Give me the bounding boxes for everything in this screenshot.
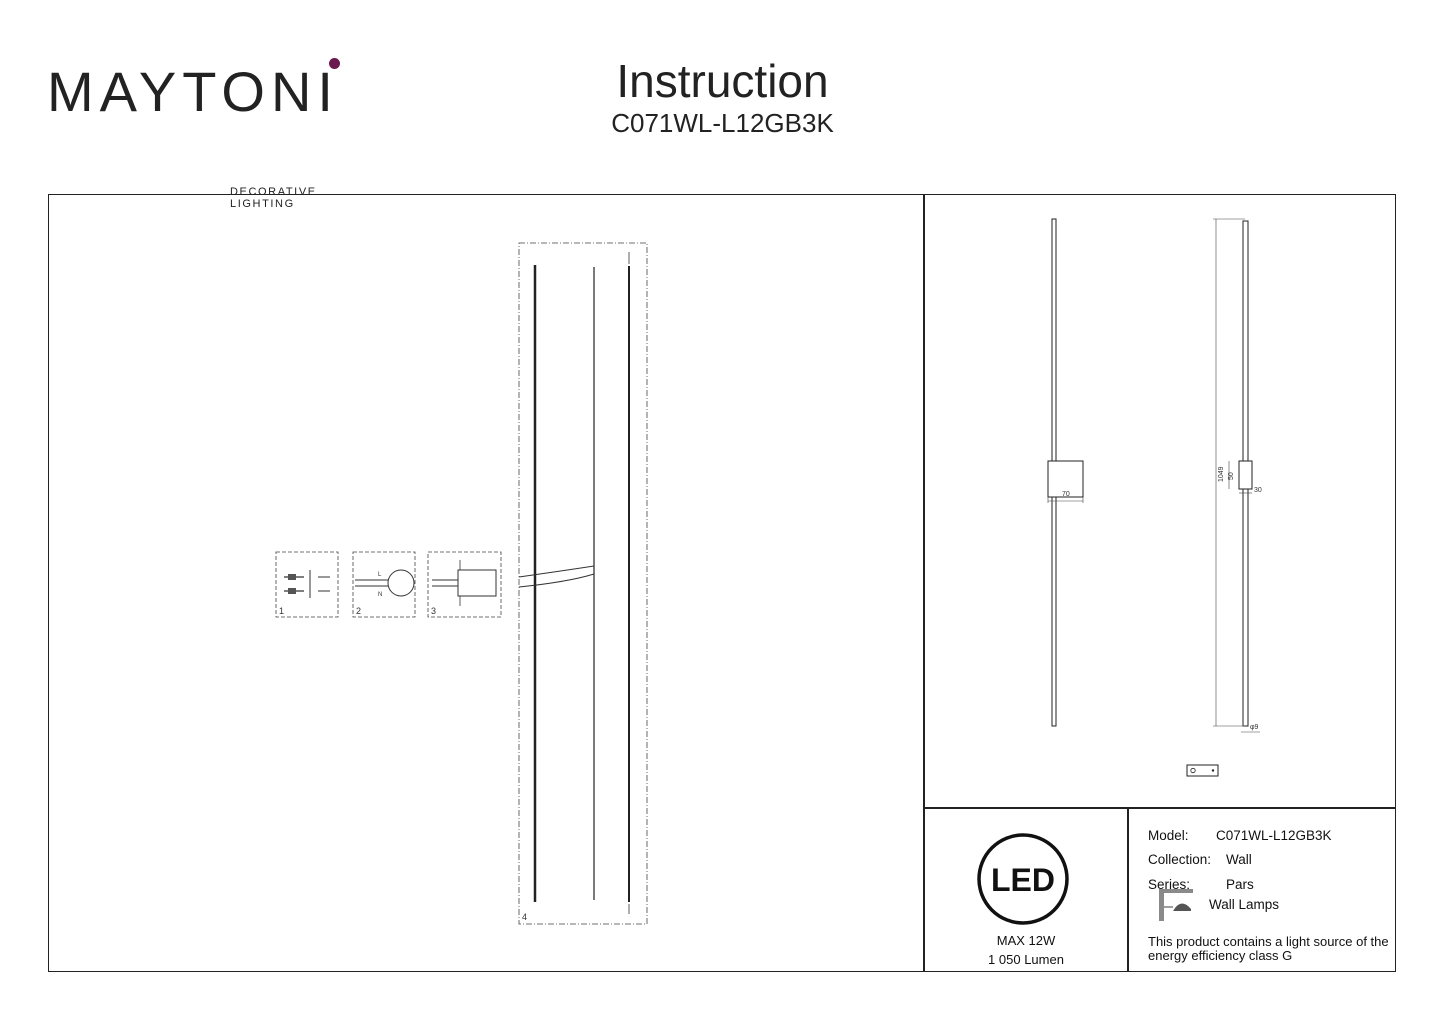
step-3-number: 3 <box>431 606 436 616</box>
wire-l-label: L <box>378 572 382 578</box>
wire-n-label: N <box>378 592 382 598</box>
dimension-width: 70 <box>1062 491 1070 498</box>
wall-lamp-icon <box>1159 889 1193 921</box>
lumen-output: 1 050 Lumen <box>988 952 1064 967</box>
led-badge-label: LED <box>991 862 1055 898</box>
step-2-diagram: L N 2 <box>352 551 416 618</box>
series-label: Series: <box>1148 877 1191 892</box>
step-2-number: 2 <box>356 606 361 616</box>
spec-divider <box>1127 807 1129 972</box>
energy-note-line-2: energy efficiency class G <box>1148 948 1293 963</box>
max-power: MAX 12W <box>996 933 1056 948</box>
step-4-number: 4 <box>522 912 527 922</box>
dimension-total-height: 1049 <box>1218 466 1225 482</box>
step-4-diagram: 4 <box>518 242 648 925</box>
horizontal-divider <box>923 807 1396 809</box>
brand-tagline: DECORATIVE LIGHTING <box>230 186 317 210</box>
dimension-diameter: φ9 <box>1250 724 1259 731</box>
collection-value: Wall <box>1226 852 1252 867</box>
dimension-drawing: 70 1049 50 30 φ9 <box>1047 218 1262 777</box>
installation-drawing: 1 L N 2 3 4 <box>275 242 648 925</box>
mounting-plate-view <box>1186 764 1219 777</box>
led-badge: LED <box>977 833 1069 925</box>
energy-note-line-1: This product contains a light source of … <box>1148 934 1389 949</box>
step-3-diagram: 3 <box>427 551 502 618</box>
brand-logo: MAYTONI DECORATIVE LIGHTING <box>47 60 347 211</box>
model-code-heading: C071WL-L12GB3K <box>611 108 834 138</box>
series-value: Pars <box>1226 877 1254 892</box>
front-view: 70 <box>1047 218 1084 727</box>
collection-label: Collection: <box>1148 852 1212 867</box>
brand-logo-dot <box>329 58 340 69</box>
brand-name: MAYTONI <box>47 60 339 123</box>
lamp-type: Wall Lamps <box>1209 897 1280 912</box>
drawing-frame <box>48 194 1396 972</box>
dimension-height: 50 <box>1228 472 1235 480</box>
side-view: 1049 50 30 φ9 <box>1213 218 1262 733</box>
step-1-diagram: 1 <box>275 551 339 618</box>
model-label: Model: <box>1148 828 1189 843</box>
dimension-depth: 30 <box>1254 487 1262 494</box>
page-title: Instruction <box>616 55 829 107</box>
step-1-number: 1 <box>279 606 284 616</box>
model-value: C071WL-L12GB3K <box>1216 828 1332 843</box>
vertical-divider <box>923 194 925 972</box>
